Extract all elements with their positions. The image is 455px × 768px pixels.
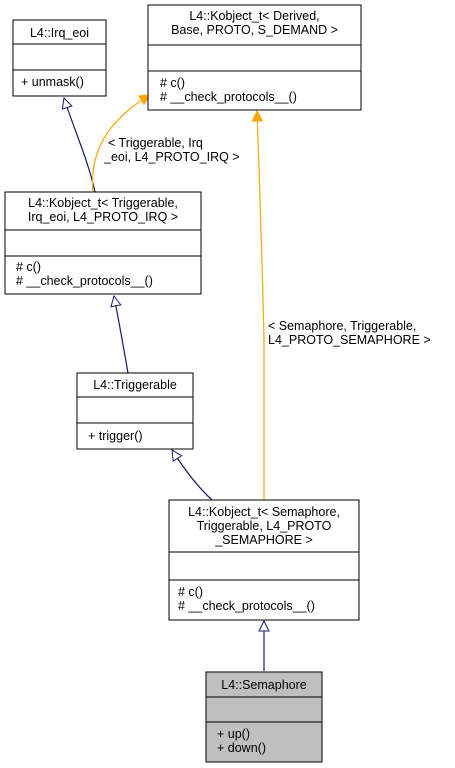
edge-kobject-semaphore-to-triggerable xyxy=(172,450,213,501)
edge-label-line: _eoi, L4_PROTO_IRQ > xyxy=(103,150,240,164)
class-title: L4::Semaphore xyxy=(221,678,307,692)
edge-label-line: < Triggerable, Irq xyxy=(108,136,203,150)
class-method: # __check_protocols__() xyxy=(16,274,153,288)
edge-label-line: L4_PROTO_SEMAPHORE > xyxy=(268,333,431,347)
class-title: L4::Kobject_t< Triggerable, xyxy=(28,196,178,210)
edge-triggerable-to-kobject-triggerable xyxy=(114,296,129,374)
class-title: L4::Kobject_t< Semaphore, xyxy=(188,505,340,519)
class-method: # __check_protocols__() xyxy=(178,599,315,613)
class-box-triggerable[interactable]: L4::Triggerable + trigger() xyxy=(76,372,194,450)
edge-kobject-triggerable-to-irq-eoi xyxy=(64,98,96,193)
class-method: # c() xyxy=(16,260,41,274)
class-method: + up() xyxy=(217,727,250,741)
class-method: + down() xyxy=(217,741,266,755)
class-method: # __check_protocols__() xyxy=(160,90,297,104)
class-title: _SEMAPHORE > xyxy=(214,533,313,547)
class-title: Base, PROTO, S_DEMAND > xyxy=(171,23,338,37)
class-method: + trigger() xyxy=(88,429,143,443)
class-method: # c() xyxy=(160,76,185,90)
class-box-kobject-semaphore[interactable]: L4::Kobject_t< Semaphore, Triggerable, L… xyxy=(168,499,360,621)
class-method: # c() xyxy=(178,585,203,599)
edge-kobject-triggerable-to-kobject-template xyxy=(91,95,150,193)
edge-kobject-semaphore-to-kobject-template xyxy=(257,111,265,500)
class-box-semaphore[interactable]: L4::Semaphore + up() + down() xyxy=(205,671,323,763)
class-box-irq-eoi[interactable]: L4::Irq_eoi + unmask() xyxy=(12,19,107,97)
edge-label-semaphore-binding: < Semaphore, Triggerable, L4_PROTO_SEMAP… xyxy=(268,319,431,347)
class-method: + unmask() xyxy=(21,75,84,89)
class-box-kobject-triggerable[interactable]: L4::Kobject_t< Triggerable, Irq_eoi, L4_… xyxy=(4,191,202,295)
edge-label-line: < Semaphore, Triggerable, xyxy=(268,319,416,333)
class-box-kobject-template[interactable]: L4::Kobject_t< Derived, Base, PROTO, S_D… xyxy=(147,4,362,111)
class-title: L4::Kobject_t< Derived, xyxy=(189,9,319,23)
edge-label-triggerable-binding: < Triggerable, Irq _eoi, L4_PROTO_IRQ > xyxy=(103,136,240,164)
class-title: Irq_eoi, L4_PROTO_IRQ > xyxy=(28,210,178,224)
class-title: L4::Irq_eoi xyxy=(30,26,89,40)
edges xyxy=(64,95,264,671)
class-title: Triggerable, L4_PROTO xyxy=(197,519,332,533)
class-title: L4::Triggerable xyxy=(93,378,177,392)
